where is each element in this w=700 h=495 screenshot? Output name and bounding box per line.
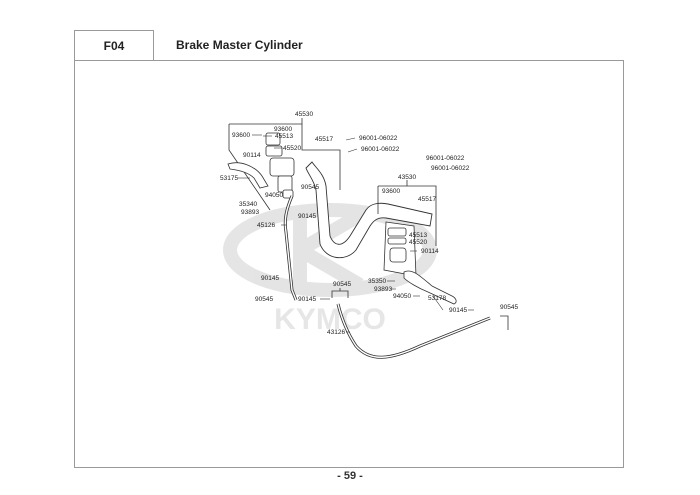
part-label: 96001-06022 <box>431 165 470 172</box>
part-label: 96001-06022 <box>361 146 400 153</box>
page-title: Brake Master Cylinder <box>176 38 303 52</box>
part-label: 45517 <box>418 196 436 203</box>
part-label: 43126 <box>327 329 345 336</box>
part-label: 35340 <box>239 201 257 208</box>
part-label: 90545 <box>333 281 351 288</box>
leader-lines <box>238 134 474 333</box>
left-brake-lever <box>227 162 269 189</box>
part-label: 45520 <box>283 145 301 152</box>
part-label: 45126 <box>257 222 275 229</box>
part-label: 90145 <box>261 275 279 282</box>
kymco-watermark-text: KYMCO <box>274 303 386 336</box>
right-master-cylinder <box>383 221 417 277</box>
part-label: 90145 <box>298 213 316 220</box>
left-master-cylinder <box>265 132 295 199</box>
part-label: 96001-06022 <box>359 135 398 142</box>
part-label: 90545 <box>255 296 273 303</box>
part-label: 45520 <box>409 239 427 246</box>
part-label: 90545 <box>500 304 518 311</box>
part-label: 45513 <box>275 133 293 140</box>
part-label: 45513 <box>409 232 427 239</box>
part-label: 90545 <box>301 184 319 191</box>
part-label: 93893 <box>374 286 392 293</box>
part-label: 90114 <box>243 152 261 159</box>
part-label: 93600 <box>232 132 250 139</box>
part-label: 96001-06022 <box>426 155 465 162</box>
part-label: 94050 <box>393 293 411 300</box>
diagram-frame <box>74 60 624 468</box>
part-label: 53175 <box>220 175 238 182</box>
page-number: - 59 - <box>337 470 363 482</box>
part-label: 93893 <box>241 209 259 216</box>
part-label: 90145 <box>298 296 316 303</box>
part-label: 94050 <box>265 192 283 199</box>
part-label: 43530 <box>398 174 416 181</box>
right-brake-lever <box>403 270 457 305</box>
group-box-left <box>229 123 341 190</box>
kymco-watermark-logo: KYMCO <box>223 203 437 336</box>
part-label: 45530 <box>295 111 313 118</box>
handlebar <box>305 161 433 259</box>
part-label: 35350 <box>368 278 386 285</box>
part-label: 93600 <box>382 188 400 195</box>
part-label: 90145 <box>449 307 467 314</box>
part-label: 90114 <box>421 248 439 255</box>
part-label: 53178 <box>428 295 446 302</box>
part-label: 93600 <box>274 126 292 133</box>
part-labels: 45530 93600 93600 45513 45520 45517 9011… <box>220 111 518 336</box>
section-code: F04 <box>74 30 154 61</box>
group-box-right <box>378 185 437 246</box>
part-label: 45517 <box>315 136 333 143</box>
